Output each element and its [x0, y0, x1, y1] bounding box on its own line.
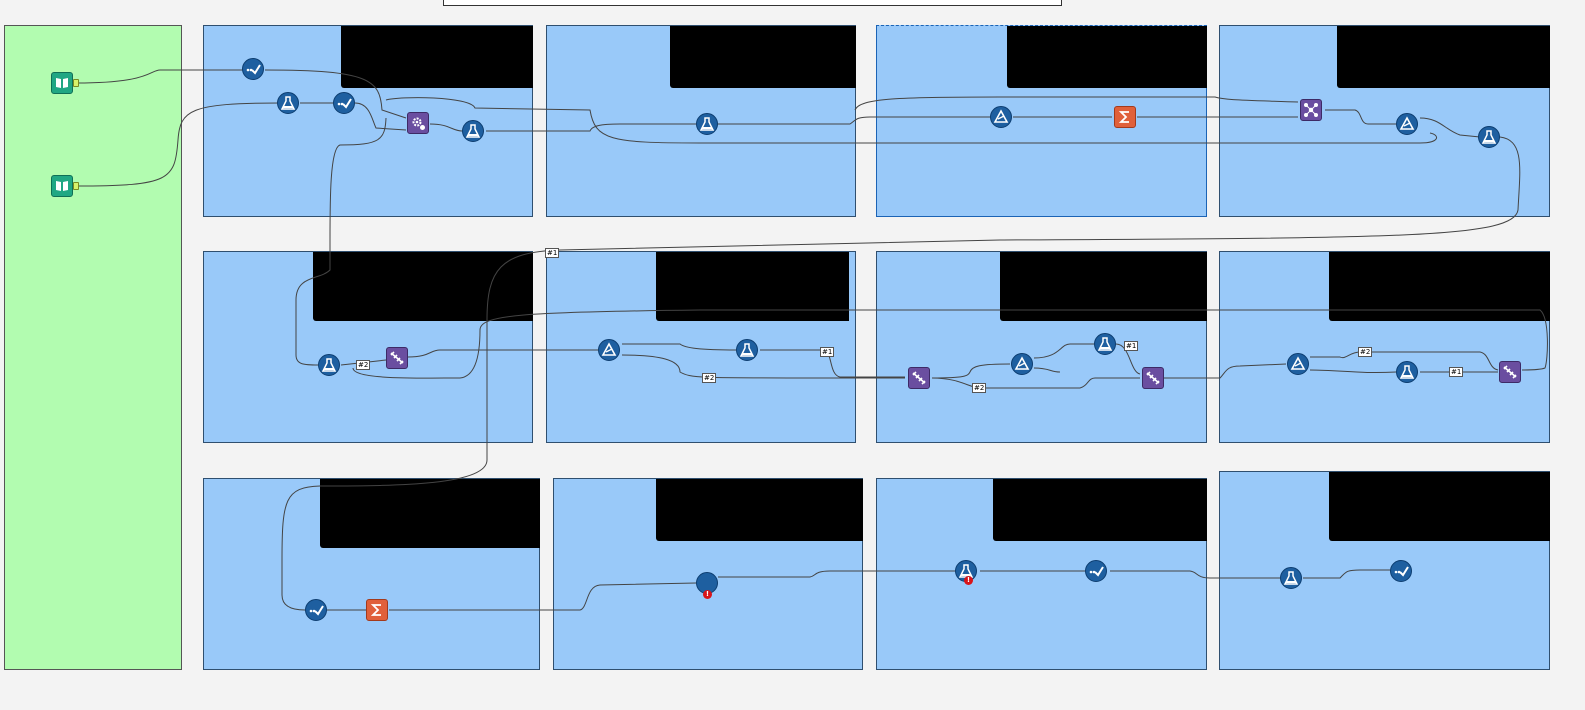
container-caption-redacted [656, 252, 849, 321]
container-r1-c1[interactable] [203, 25, 533, 217]
container-r3-c3[interactable] [876, 478, 1207, 670]
dna-join-icon [1146, 371, 1160, 385]
connection-label: #1 [1124, 341, 1139, 351]
container-caption-redacted [1007, 26, 1207, 88]
formula-tool[interactable] [1094, 333, 1116, 355]
connection-label: #1 [1449, 367, 1464, 377]
input-data-tool-1[interactable] [51, 72, 73, 94]
formula-tool[interactable] [1478, 126, 1500, 148]
triangle-filter-icon [1014, 356, 1030, 370]
formula-tool[interactable] [696, 113, 718, 135]
macro-tool[interactable] [407, 112, 429, 134]
dna-join-icon [1503, 365, 1517, 379]
connection-label: #2 [972, 383, 987, 393]
triangle-filter-icon [1290, 356, 1306, 370]
container-caption-redacted [341, 26, 533, 88]
connection-label: #2 [1358, 347, 1373, 357]
input-data-tool-2[interactable] [51, 175, 73, 197]
container-caption-redacted [670, 26, 856, 88]
triangle-filter-icon [993, 109, 1009, 123]
filter-tool[interactable] [1396, 113, 1418, 135]
container-caption-redacted [1329, 252, 1550, 321]
formula-tool[interactable] [1280, 567, 1302, 589]
select-tool[interactable] [242, 58, 264, 80]
container-caption-redacted [1337, 26, 1550, 88]
select-tool[interactable] [1390, 560, 1412, 582]
connection-label: #1 [545, 248, 560, 258]
dna-join-icon [912, 371, 926, 385]
flask-icon [1283, 571, 1299, 585]
blank-tool-icon [699, 575, 715, 591]
sigma-icon [1118, 111, 1129, 123]
container-r2-c4[interactable] [1219, 251, 1550, 443]
canvas-toolbar-box [443, 0, 1062, 6]
connection-label: #2 [702, 373, 717, 383]
flask-icon [465, 124, 481, 138]
error-indicator[interactable]: ! [703, 590, 712, 599]
select-tool[interactable] [333, 92, 355, 114]
flask-icon [1481, 130, 1497, 144]
select-check-icon [337, 98, 352, 109]
flask-icon [1399, 365, 1415, 379]
filter-tool[interactable] [990, 106, 1012, 128]
select-check-icon [246, 64, 261, 75]
container-caption-redacted [313, 252, 533, 321]
book-icon [56, 78, 68, 88]
container-r1-c4[interactable] [1219, 25, 1550, 217]
formula-tool[interactable] [318, 354, 340, 376]
select-tool[interactable] [305, 599, 327, 621]
formula-tool[interactable] [1396, 361, 1418, 383]
network-icon [1304, 103, 1318, 117]
container-r2-c3[interactable] [876, 251, 1207, 443]
formula-tool[interactable] [462, 120, 484, 142]
triangle-filter-icon [601, 342, 617, 356]
input-data-container[interactable] [4, 25, 182, 670]
dna-join-icon [390, 351, 404, 365]
flask-icon [1097, 337, 1113, 351]
formula-tool[interactable] [736, 339, 758, 361]
triangle-filter-icon [1399, 116, 1415, 130]
join-multiple-tool[interactable] [1300, 99, 1322, 121]
join-tool[interactable] [386, 347, 408, 369]
container-r3-c4[interactable] [1219, 471, 1550, 670]
container-r3-c1[interactable] [203, 478, 540, 670]
join-tool[interactable] [1499, 361, 1521, 383]
flask-icon [699, 117, 715, 131]
container-r1-c3[interactable] [876, 25, 1207, 217]
book-icon [56, 181, 68, 191]
summarize-tool[interactable] [366, 599, 388, 621]
container-caption-redacted [993, 479, 1207, 541]
sigma-icon [370, 604, 381, 616]
join-tool[interactable] [1142, 367, 1164, 389]
container-caption-redacted [656, 479, 863, 541]
flask-icon [321, 358, 337, 372]
flask-icon [280, 96, 296, 110]
formula-tool[interactable] [277, 92, 299, 114]
select-check-icon [309, 605, 324, 616]
select-tool[interactable] [1085, 560, 1107, 582]
container-caption-redacted [1329, 472, 1550, 541]
select-check-icon [1089, 566, 1104, 577]
container-caption-redacted [320, 479, 540, 548]
filter-tool[interactable] [1287, 353, 1309, 375]
join-tool[interactable] [908, 367, 930, 389]
filter-tool[interactable] [598, 339, 620, 361]
container-r2-c1[interactable] [203, 251, 533, 443]
container-r2-c2[interactable] [546, 251, 856, 443]
summarize-tool[interactable] [1114, 106, 1136, 128]
connection-label: #2 [356, 360, 371, 370]
gear-icon [412, 117, 425, 130]
flask-icon [739, 343, 755, 357]
container-caption-redacted [1000, 252, 1207, 321]
select-check-icon [1394, 566, 1409, 577]
filter-tool[interactable] [1011, 353, 1033, 375]
connection-label: #1 [820, 347, 835, 357]
error-indicator[interactable]: ! [964, 576, 973, 585]
